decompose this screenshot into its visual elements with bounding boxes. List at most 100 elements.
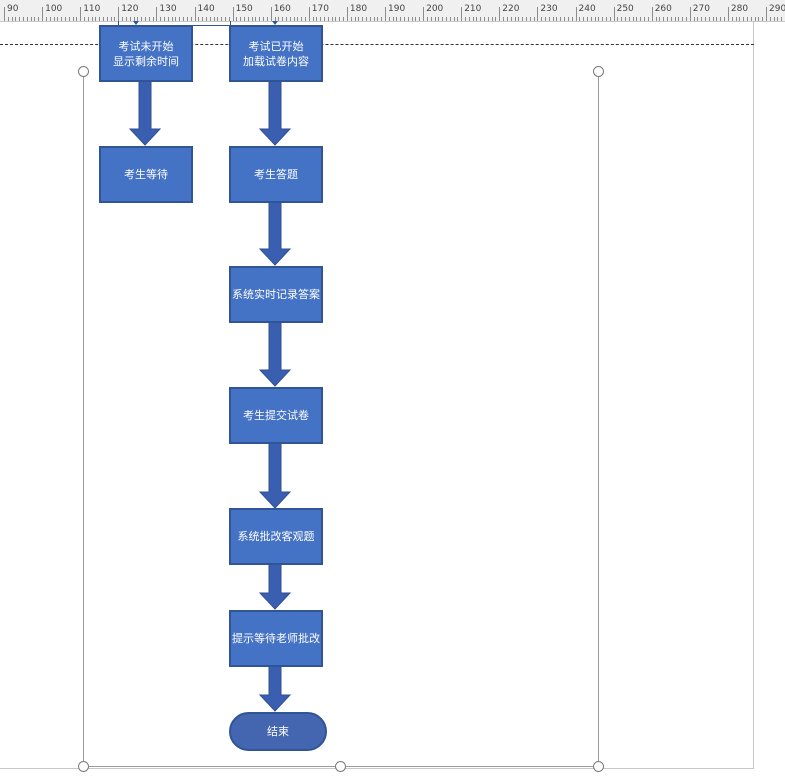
ruler-minor-tick (514, 17, 516, 21)
ruler-minor-tick (518, 17, 520, 21)
ruler-minor-tick (114, 17, 116, 21)
ruler-minor-tick (11, 17, 13, 21)
arrow-started-to-answering (258, 80, 292, 146)
node-exam-started-line1: 考试已开始 (248, 39, 304, 53)
ruler-minor-tick (445, 17, 447, 21)
ruler-minor-tick (617, 17, 619, 21)
ruler-minor-tick (419, 17, 421, 21)
ruler-label: 120 (121, 4, 139, 14)
node-notify-teacher[interactable]: 提示等待老师批改 (229, 610, 323, 667)
ruler-label: 150 (235, 4, 253, 14)
ruler-minor-tick (87, 17, 89, 21)
ruler-minor-tick (327, 17, 329, 21)
ruler-major-tick (156, 7, 158, 21)
ruler-minor-tick (167, 17, 169, 21)
node-student-waiting[interactable]: 考生等待 (99, 146, 193, 203)
ruler-minor-tick (198, 17, 200, 21)
ruler-minor-tick (236, 17, 238, 21)
ruler-minor-tick (251, 17, 253, 21)
node-exam-started[interactable]: 考试已开始 加载试卷内容 (229, 25, 323, 82)
ruler-minor-tick (739, 17, 741, 21)
ruler-minor-tick (15, 17, 17, 21)
ruler-minor-tick (411, 17, 413, 21)
ruler-minor-tick (487, 17, 489, 21)
ruler-minor-tick (324, 17, 326, 21)
node-system-grading[interactable]: 系统批改客观题 (229, 508, 323, 565)
ruler-minor-tick (685, 17, 687, 21)
arrow-tip-top-right (272, 21, 278, 25)
ruler-minor-tick (705, 17, 707, 21)
ruler-minor-tick (586, 17, 588, 21)
ruler-minor-tick (640, 17, 642, 21)
ruler-label: 160 (273, 4, 291, 14)
ruler-minor-tick (621, 17, 623, 21)
node-student-answering[interactable]: 考生答题 (229, 146, 323, 203)
ruler-minor-tick (674, 17, 676, 21)
ruler-minor-tick (23, 17, 25, 21)
ruler-minor-tick (373, 17, 375, 21)
ruler-minor-tick (343, 17, 345, 21)
ruler-label: 260 (654, 4, 672, 14)
ruler-minor-tick (693, 17, 695, 21)
ruler-label: 170 (311, 4, 329, 14)
ruler-major-tick (194, 7, 196, 21)
arrow-notstarted-to-waiting (128, 80, 162, 146)
ruler-minor-tick (148, 17, 150, 21)
node-student-submit-label: 考生提交试卷 (243, 409, 309, 422)
ruler-minor-tick (670, 17, 672, 21)
ruler-major-tick (499, 7, 501, 21)
ruler-minor-tick (247, 17, 249, 21)
ruler-major-tick (346, 7, 348, 21)
ruler-minor-tick (129, 17, 131, 21)
ruler-label: 190 (388, 4, 406, 14)
ruler-label: 200 (426, 4, 444, 14)
node-exam-not-started[interactable]: 考试未开始 显示剩余时间 (99, 25, 193, 82)
ruler-label: 250 (616, 4, 634, 14)
ruler-minor-tick (377, 17, 379, 21)
resize-handle-bottom-middle[interactable] (335, 761, 346, 772)
resize-handle-bottom-right[interactable] (593, 761, 604, 772)
ruler-minor-tick (769, 17, 771, 21)
ruler-minor-tick (137, 17, 139, 21)
resize-handle-top-left[interactable] (78, 66, 89, 77)
ruler-minor-tick (175, 17, 177, 21)
ruler-minor-tick (602, 17, 604, 21)
ruler-minor-tick (19, 17, 21, 21)
ruler-minor-tick (388, 17, 390, 21)
ruler-minor-tick (556, 17, 558, 21)
ruler-label: 180 (349, 4, 368, 14)
ruler-minor-tick (369, 17, 371, 21)
ruler-minor-tick (503, 17, 505, 21)
ruler-minor-tick (301, 17, 303, 21)
ruler-label: 90 (7, 4, 19, 14)
ruler-minor-tick (484, 17, 486, 21)
node-end[interactable]: 结束 (229, 712, 327, 751)
ruler-minor-tick (38, 17, 40, 21)
ruler-minor-tick (320, 17, 322, 21)
ruler-minor-tick (522, 17, 524, 21)
ruler-minor-tick (278, 17, 280, 21)
ruler-minor-tick (45, 17, 47, 21)
ruler-minor-tick (758, 17, 760, 21)
node-student-submit[interactable]: 考生提交试卷 (229, 387, 323, 444)
ruler-minor-tick (682, 17, 684, 21)
node-system-recording[interactable]: 系统实时记录答案 (229, 266, 323, 323)
resize-handle-top-right[interactable] (593, 66, 604, 77)
resize-handle-bottom-left[interactable] (78, 761, 89, 772)
ruler-minor-tick (655, 17, 657, 21)
ruler-minor-tick (773, 17, 775, 21)
ruler-minor-tick (583, 17, 585, 21)
node-system-grading-label: 系统批改客观题 (237, 530, 315, 543)
ruler-major-tick (270, 7, 272, 21)
ruler-minor-tick (598, 17, 600, 21)
ruler-minor-tick (217, 17, 219, 21)
ruler-minor-tick (659, 17, 661, 21)
arrow-notify-to-end (258, 665, 292, 712)
ruler-minor-tick (750, 17, 752, 21)
ruler-minor-tick (282, 17, 284, 21)
ruler-minor-tick (53, 17, 55, 21)
ruler-minor-tick (335, 17, 337, 21)
ruler-minor-tick (331, 17, 333, 21)
ruler-minor-tick (628, 17, 630, 21)
